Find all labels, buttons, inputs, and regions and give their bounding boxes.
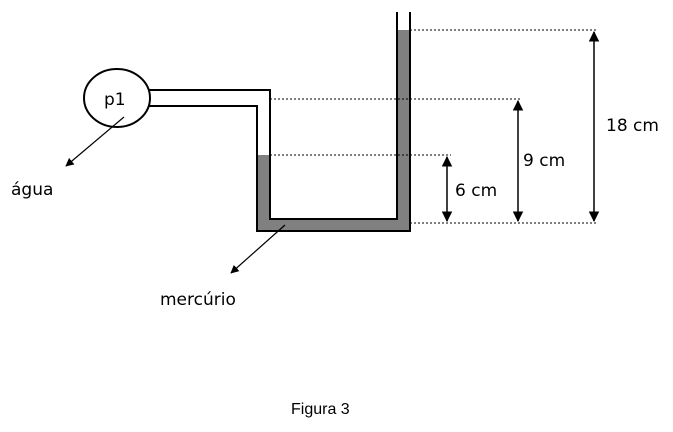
dimension-arrows: [441, 30, 600, 223]
mercurio-pointer-arrow: [230, 224, 286, 274]
u-tube-outline: [146, 12, 411, 232]
mercury-fill: [257, 30, 410, 231]
label-6cm: 6 cm: [455, 181, 497, 201]
pointer-arrows: [65, 116, 286, 274]
pressure-bulb: [83, 68, 151, 128]
label-agua: água: [11, 180, 53, 200]
label-mercurio: mercúrio: [160, 290, 236, 310]
label-9cm: 9 cm: [523, 151, 565, 171]
label-p1: p1: [104, 90, 126, 110]
label-18cm: 18 cm: [606, 116, 659, 136]
agua-pointer-arrow: [65, 116, 125, 167]
reference-lines: [270, 29, 596, 224]
figure-caption: Figura 3: [291, 401, 350, 418]
